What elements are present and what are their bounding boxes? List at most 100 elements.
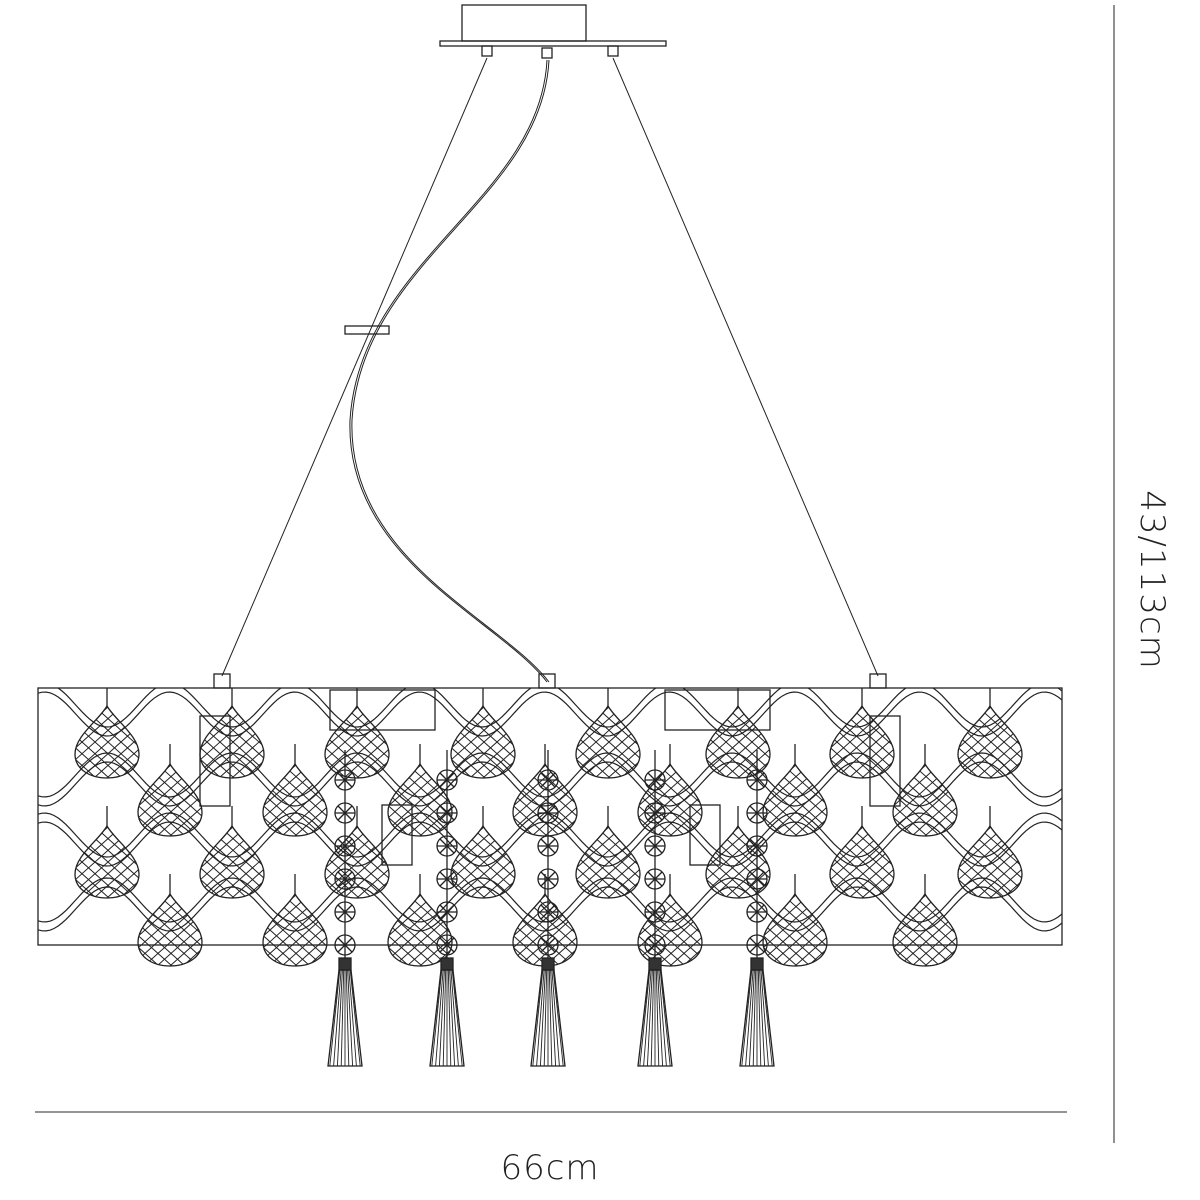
crystal-drop <box>0 806 140 899</box>
facet-line <box>643 894 702 966</box>
facet-line <box>445 894 452 966</box>
facet-line <box>513 764 548 836</box>
facet-line <box>607 826 640 898</box>
facet-line <box>294 764 327 836</box>
facet-line <box>732 706 812 778</box>
facet-line <box>388 894 410 966</box>
bead-facet <box>647 838 663 854</box>
drop-outline <box>829 824 895 899</box>
facet-line <box>924 764 957 836</box>
bead-facet <box>749 838 765 854</box>
lamp-socket <box>199 715 231 807</box>
facet-line <box>830 826 852 898</box>
drop-facets <box>893 894 1044 966</box>
facet-line <box>138 764 160 836</box>
facet-line <box>513 894 535 966</box>
facet-line <box>469 706 515 778</box>
tassel-line <box>643 969 652 1067</box>
facet-line <box>576 826 598 898</box>
drop-outline <box>450 704 516 779</box>
facet-line <box>576 826 624 898</box>
facet-line <box>205 706 264 778</box>
facet-line <box>182 764 202 836</box>
bead-facet <box>647 805 663 821</box>
facet-line <box>146 706 226 778</box>
tassel-line <box>639 969 651 1067</box>
facet-line <box>874 706 894 778</box>
drop-outline <box>324 704 390 779</box>
drop-facets <box>706 706 770 778</box>
facet-line <box>958 706 993 778</box>
facet-line <box>508 706 515 778</box>
facet-line <box>451 826 499 898</box>
facet-line <box>711 826 770 898</box>
facet-line <box>924 894 957 966</box>
facet-line <box>209 894 289 966</box>
facet-line <box>281 764 327 836</box>
bead-facet <box>439 937 455 953</box>
facet-line <box>513 764 535 836</box>
tassel-line <box>329 969 341 1067</box>
facet-line <box>1015 826 1022 898</box>
facet-line <box>709 894 789 966</box>
facet-line <box>963 826 1022 898</box>
cable-gripper <box>541 47 553 59</box>
drop-outline <box>957 704 1023 779</box>
facet-line <box>887 826 894 898</box>
facet-line <box>570 894 577 966</box>
facet-line <box>382 706 389 778</box>
facet-line <box>830 706 878 778</box>
facet-line <box>1029 826 1109 898</box>
facet-line <box>320 894 327 966</box>
tassel-line <box>536 969 545 1067</box>
facet-line <box>165 764 245 836</box>
drop-outline <box>892 762 958 837</box>
drop-facets <box>200 826 264 898</box>
facet-line <box>388 764 436 836</box>
facet-line <box>240 826 320 898</box>
drop-facets <box>388 764 452 836</box>
facet-line <box>169 894 202 966</box>
facet-line <box>0 826 57 898</box>
facet-line <box>958 826 993 898</box>
facet-line <box>711 706 770 778</box>
frame-attachment <box>538 673 556 689</box>
bead-facet <box>647 772 663 788</box>
facet-line <box>958 826 980 898</box>
drop-outline <box>892 892 958 967</box>
facet-line <box>1015 706 1022 778</box>
facet-line <box>958 706 980 778</box>
crystal-drop <box>957 806 1109 899</box>
facet-line <box>257 706 264 778</box>
drop-outline <box>137 762 203 837</box>
bead-facet <box>540 871 556 887</box>
facet-line <box>75 706 123 778</box>
facet-line <box>491 706 571 778</box>
facet-line <box>132 706 139 778</box>
facet-line <box>1015 826 1022 898</box>
tassel-cap <box>440 957 454 971</box>
facet-line <box>343 826 389 898</box>
facet-line <box>325 706 373 778</box>
facet-line <box>227 706 307 778</box>
facet-line <box>950 764 957 836</box>
facet-line <box>638 764 686 836</box>
drop-facets <box>732 706 894 778</box>
tassel-line <box>345 969 350 1067</box>
drop-outline <box>74 824 140 899</box>
facet-line <box>958 826 967 898</box>
facet-line <box>356 826 389 898</box>
power-cord-inner <box>351 59 550 683</box>
facet-line <box>75 826 123 898</box>
facet-line <box>263 764 298 836</box>
facet-line <box>513 894 561 966</box>
crystal-drop <box>705 806 771 899</box>
facet-line <box>491 826 571 898</box>
tassel-line <box>748 969 755 1067</box>
crystal-drop <box>199 688 265 779</box>
height-dimension-label: 43/113cm <box>1132 490 1172 670</box>
facet-line <box>143 764 202 836</box>
facet-line <box>388 764 410 836</box>
facet-line <box>964 894 1044 966</box>
